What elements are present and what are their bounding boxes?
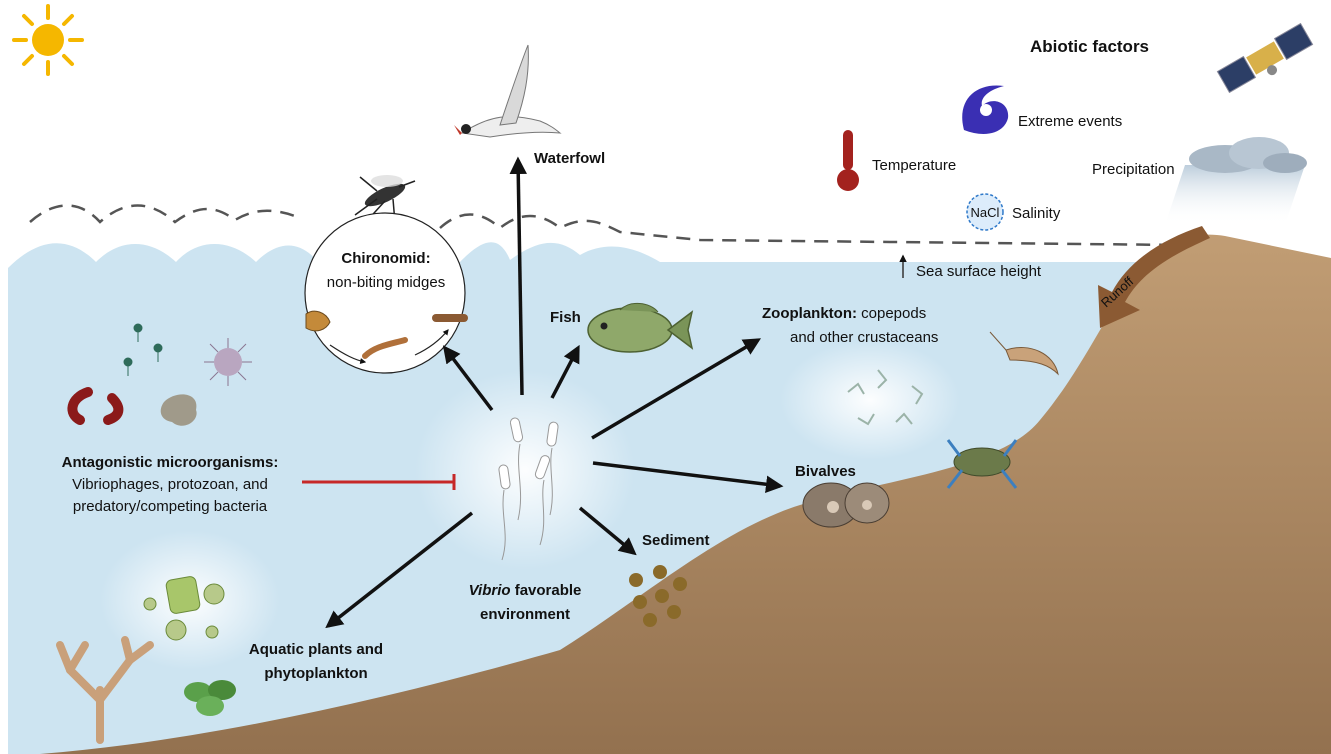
oyster-icon — [803, 483, 889, 527]
extreme-events-label: Extreme events — [1018, 113, 1122, 130]
protozoan-icon — [204, 338, 252, 386]
plankton-glow — [780, 340, 960, 460]
aquatic-plants-line1: Aquatic plants and — [249, 641, 383, 658]
satellite-icon — [1217, 24, 1316, 99]
bivalves-label: Bivalves — [795, 463, 856, 480]
antagonistic-line2: predatory/competing bacteria — [73, 498, 268, 515]
antagonistic-title: Antagonistic microorganisms: — [62, 454, 279, 471]
cyclone-icon — [962, 85, 1008, 134]
chironomid-title: Chironomid: — [341, 250, 430, 267]
sediment-label: Sediment — [642, 532, 710, 549]
temperature-label: Temperature — [872, 157, 956, 174]
chironomid-subtitle: non-biting midges — [327, 274, 445, 291]
vibrio-label-line1: Vibrio favorable — [469, 582, 582, 599]
sea-surface-height-label: Sea surface height — [916, 263, 1042, 280]
aquatic-plants-line2: phytoplankton — [264, 665, 367, 682]
waterfowl-label: Waterfowl — [534, 150, 605, 167]
thermometer-icon — [837, 130, 859, 191]
sea-surface-dashed-line — [30, 206, 1180, 246]
nacl-icon: NaCl — [967, 194, 1003, 230]
vibrio-glow — [415, 370, 635, 570]
zooplankton-line2: and other crustaceans — [790, 329, 938, 346]
salinity-label: Salinity — [1012, 205, 1061, 222]
bird-icon — [454, 45, 560, 137]
antagonistic-line1: Vibriophages, protozoan, and — [72, 476, 268, 493]
larva-icon — [432, 314, 468, 322]
sun-icon — [14, 6, 82, 74]
fish-label: Fish — [550, 309, 581, 326]
zooplankton-line1: Zooplankton: copepods — [762, 305, 926, 322]
rain-cloud-icon — [1165, 137, 1307, 225]
svg-text:NaCl: NaCl — [971, 205, 1000, 220]
vibrio-label-line2: environment — [480, 606, 570, 623]
chironomid-cycle — [305, 213, 465, 373]
abiotic-factors-title: Abiotic factors — [1030, 37, 1149, 56]
precipitation-label: Precipitation — [1092, 161, 1175, 178]
